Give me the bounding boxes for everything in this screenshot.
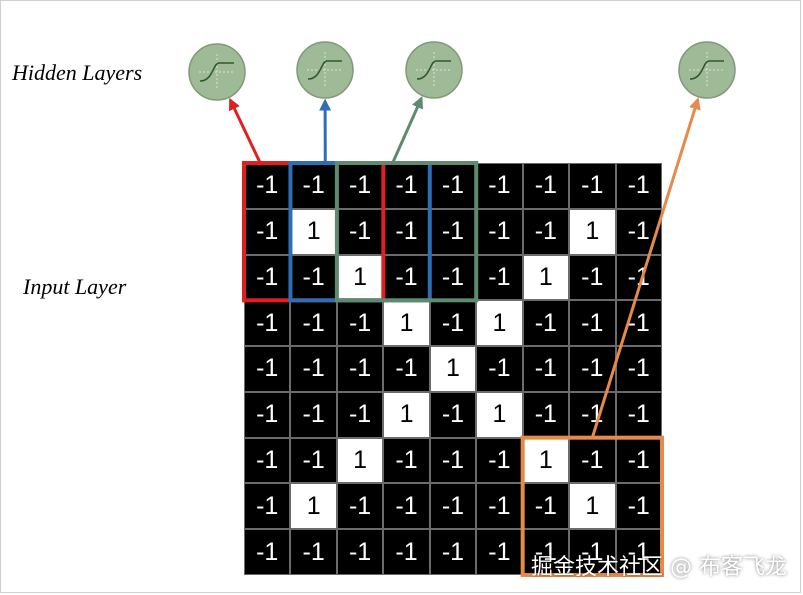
grid-cell: 1 — [476, 391, 523, 438]
grid-cell: -1 — [522, 391, 570, 438]
grid-cell: -1 — [244, 437, 291, 484]
connection-arrow — [228, 97, 262, 164]
watermark: 掘金技术社区 @ 布客飞龙 — [531, 555, 787, 580]
grid-cell: -1 — [429, 437, 477, 484]
grid-cell: -1 — [290, 529, 337, 575]
grid-cell: -1 — [383, 483, 430, 530]
grid-cell: -1 — [476, 346, 523, 392]
grid-cell: 1 — [429, 346, 477, 392]
grid-cell: -1 — [476, 437, 523, 484]
grid-cell: -1 — [615, 529, 662, 575]
grid-cell: -1 — [383, 437, 430, 484]
hidden-neuron-4 — [678, 41, 736, 99]
sigmoid-icon — [689, 52, 725, 88]
connection-arrow — [391, 96, 423, 164]
grid-cell: -1 — [336, 346, 384, 392]
grid-cell: -1 — [336, 483, 384, 530]
sigmoid-icon — [307, 52, 343, 88]
grid-cell: -1 — [244, 346, 291, 392]
grid-cell: -1 — [569, 346, 616, 392]
grid-cell: -1 — [429, 529, 477, 575]
grid-cell: -1 — [615, 300, 662, 347]
grid-cell: -1 — [476, 208, 523, 255]
grid-cell: -1 — [290, 300, 337, 347]
grid-cell: -1 — [244, 483, 291, 530]
grid-cell: -1 — [522, 208, 570, 255]
grid-cell: -1 — [476, 483, 523, 530]
grid-cell: -1 — [290, 163, 337, 209]
grid-cell: -1 — [615, 391, 662, 438]
grid-cell: 1 — [476, 300, 523, 347]
hidden-layers-label: Hidden Layers — [12, 60, 143, 85]
grid-cell: -1 — [429, 391, 477, 438]
grid-cell: 1 — [290, 483, 337, 530]
grid-cell: -1 — [569, 300, 616, 347]
grid-cell: -1 — [383, 163, 430, 209]
sigmoid-icon — [199, 54, 235, 90]
grid-cell: -1 — [615, 208, 662, 255]
grid-cell: -1 — [290, 437, 337, 484]
grid-cell: 1 — [383, 300, 430, 347]
grid-cell: -1 — [336, 208, 384, 255]
connection-arrow — [590, 97, 701, 439]
grid-cell: -1 — [476, 529, 523, 575]
receptive-field-1 — [242, 161, 386, 303]
grid-cell: -1 — [522, 346, 570, 392]
grid-cell: -1 — [383, 208, 430, 255]
receptive-field-3 — [334, 161, 479, 303]
grid-cell: -1 — [569, 391, 616, 438]
hidden-neuron-1 — [188, 43, 246, 101]
grid-cell: -1 — [615, 483, 662, 530]
sigmoid-icon — [416, 52, 452, 88]
grid-cell: 1 — [383, 391, 430, 438]
grid-cell: 1 — [569, 208, 616, 255]
hidden-neuron-2 — [296, 41, 354, 99]
grid-cell: -1 — [383, 346, 430, 392]
grid-cell: -1 — [615, 346, 662, 392]
grid-cell: -1 — [522, 529, 570, 575]
grid-cell: -1 — [336, 391, 384, 438]
receptive-field-2 — [288, 161, 432, 303]
hidden-neuron-3 — [405, 41, 463, 99]
grid-cell: 1 — [569, 483, 616, 530]
grid-cell: -1 — [244, 391, 291, 438]
grid-cell: 1 — [336, 437, 384, 484]
input-layer-label: Input Layer — [23, 274, 127, 299]
grid-cell: -1 — [615, 163, 662, 209]
grid-cell: 1 — [522, 254, 570, 301]
grid-cell: -1 — [429, 483, 477, 530]
grid-cell: -1 — [244, 208, 291, 255]
grid-cell: -1 — [522, 300, 570, 347]
grid-cell: -1 — [522, 483, 570, 530]
grid-cell: -1 — [290, 254, 337, 301]
grid-cell: -1 — [615, 437, 662, 484]
grid-cell: -1 — [290, 346, 337, 392]
grid-cell: -1 — [290, 391, 337, 438]
grid-cell: -1 — [244, 529, 291, 575]
grid-cell: -1 — [569, 254, 616, 301]
grid-cell: -1 — [522, 163, 570, 209]
grid-cell: -1 — [383, 529, 430, 575]
grid-cell: -1 — [476, 163, 523, 209]
grid-cell: -1 — [336, 529, 384, 575]
grid-cell: -1 — [569, 163, 616, 209]
grid-cell: -1 — [336, 163, 384, 209]
